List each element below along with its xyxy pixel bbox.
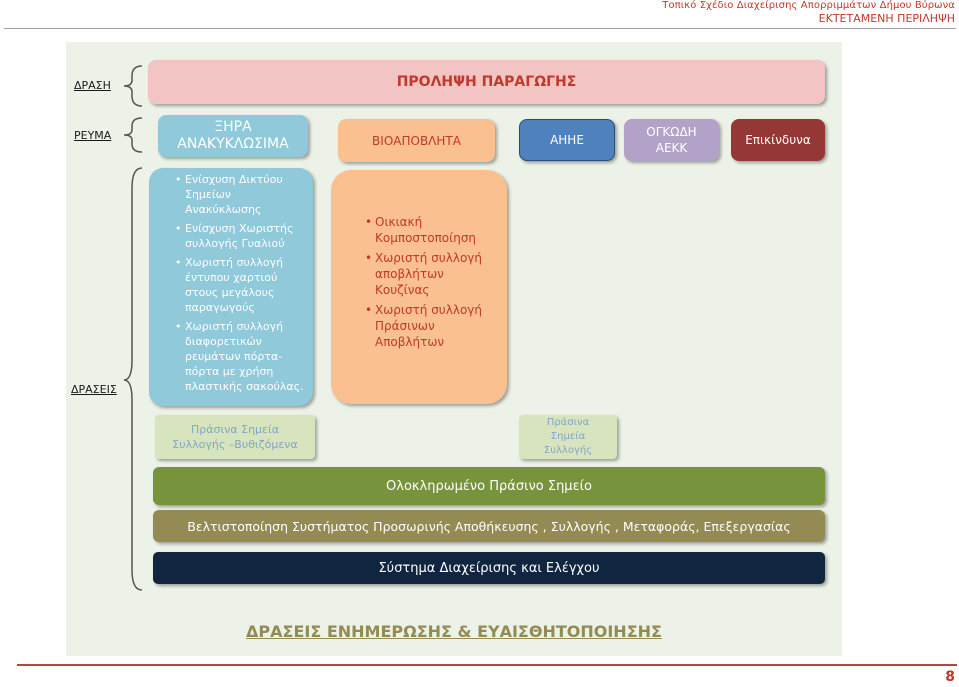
left-braces bbox=[123, 65, 143, 591]
dry-action-item: Ενίσχυση Χωριστής συλλογής Γυαλιού bbox=[175, 221, 307, 251]
green-points-box: Πράσινα Σημεία Συλλογής bbox=[519, 415, 617, 459]
dry-action-item: Χωριστή συλλογή έντυπου χαρτιού στους με… bbox=[175, 255, 307, 315]
page-number: 8 bbox=[945, 669, 955, 685]
footer-divider bbox=[17, 664, 957, 666]
management-system-bar: Σύστημα Διαχείρισης και Ελέγχου bbox=[153, 552, 825, 584]
stream-bulky: ΟΓΚΩΔΗ ΑΕΚΚ bbox=[624, 119, 719, 161]
bio-action-item: Χωριστή συλλογή Πράσινων Αποβλήτων bbox=[365, 302, 499, 350]
header-divider bbox=[4, 28, 956, 29]
green-points-underground-box: Πράσινα Σημεία Συλλογής –Βυθιζόμενα bbox=[155, 415, 315, 459]
dry-actions-list: Ενίσχυση Δικτύου Σημείων Ανακύκλωσης Ενί… bbox=[171, 172, 307, 394]
dry-action-item: Χωριστή συλλογή διαφορετικών ρευμάτων πό… bbox=[175, 319, 307, 394]
stream-hazardous: Επικίνδυνα bbox=[731, 119, 825, 161]
awareness-actions-title: ΔΡΑΣΕΙΣ ΕΝΗΜΕΡΩΣΗΣ & ΕΥΑΙΣΘΗΤΟΠΟΙΗΣΗΣ bbox=[246, 622, 662, 641]
stream-weee: ΑΗΗΕ bbox=[519, 119, 615, 161]
document-subtitle: ΕΚΤΕΤΑΜΕΝΗ ΠΕΡΙΛΗΨΗ bbox=[818, 12, 955, 25]
stream-dry-recyclables: ΞΗΡΑ ΑΝΑΚΥΚΛΩΣΙΜΑ bbox=[158, 115, 308, 157]
prevention-title-box: ΠΡΟΛΗΨΗ ΠΑΡΑΓΩΓΗΣ bbox=[148, 60, 825, 104]
label-action: ΔΡΑΣΗ bbox=[74, 79, 111, 92]
label-stream: ΡΕΥΜΑ bbox=[74, 129, 112, 142]
stream-biowaste: ΒΙΟΑΠΟΒΛΗΤΑ bbox=[338, 119, 495, 162]
brace-action bbox=[123, 65, 143, 107]
optimization-bar: Βελτιστοποίηση Συστήματος Προσωρινής Απο… bbox=[153, 510, 825, 542]
label-actions: ΔΡΑΣΕΙΣ bbox=[71, 383, 117, 396]
document-title: Τοπικό Σχέδιο Διαχείρισης Απορριμμάτων Δ… bbox=[662, 0, 955, 11]
brace-stream bbox=[123, 117, 143, 153]
integrated-green-point-bar: Ολοκληρωμένο Πράσινο Σημείο bbox=[153, 467, 825, 505]
bio-action-item: Οικιακή Κομποστοποίηση bbox=[365, 214, 499, 246]
bio-actions-list: Οικιακή Κομποστοποίηση Χωριστή συλλογή α… bbox=[361, 214, 499, 350]
dry-action-item: Ενίσχυση Δικτύου Σημείων Ανακύκλωσης bbox=[175, 172, 307, 217]
brace-actions bbox=[123, 167, 143, 591]
dry-actions-box: Ενίσχυση Δικτύου Σημείων Ανακύκλωσης Ενί… bbox=[149, 168, 313, 406]
bio-action-item: Χωριστή συλλογή αποβλήτων Κουζίνας bbox=[365, 250, 499, 298]
bio-actions-box: Οικιακή Κομποστοποίηση Χωριστή συλλογή α… bbox=[331, 170, 507, 404]
